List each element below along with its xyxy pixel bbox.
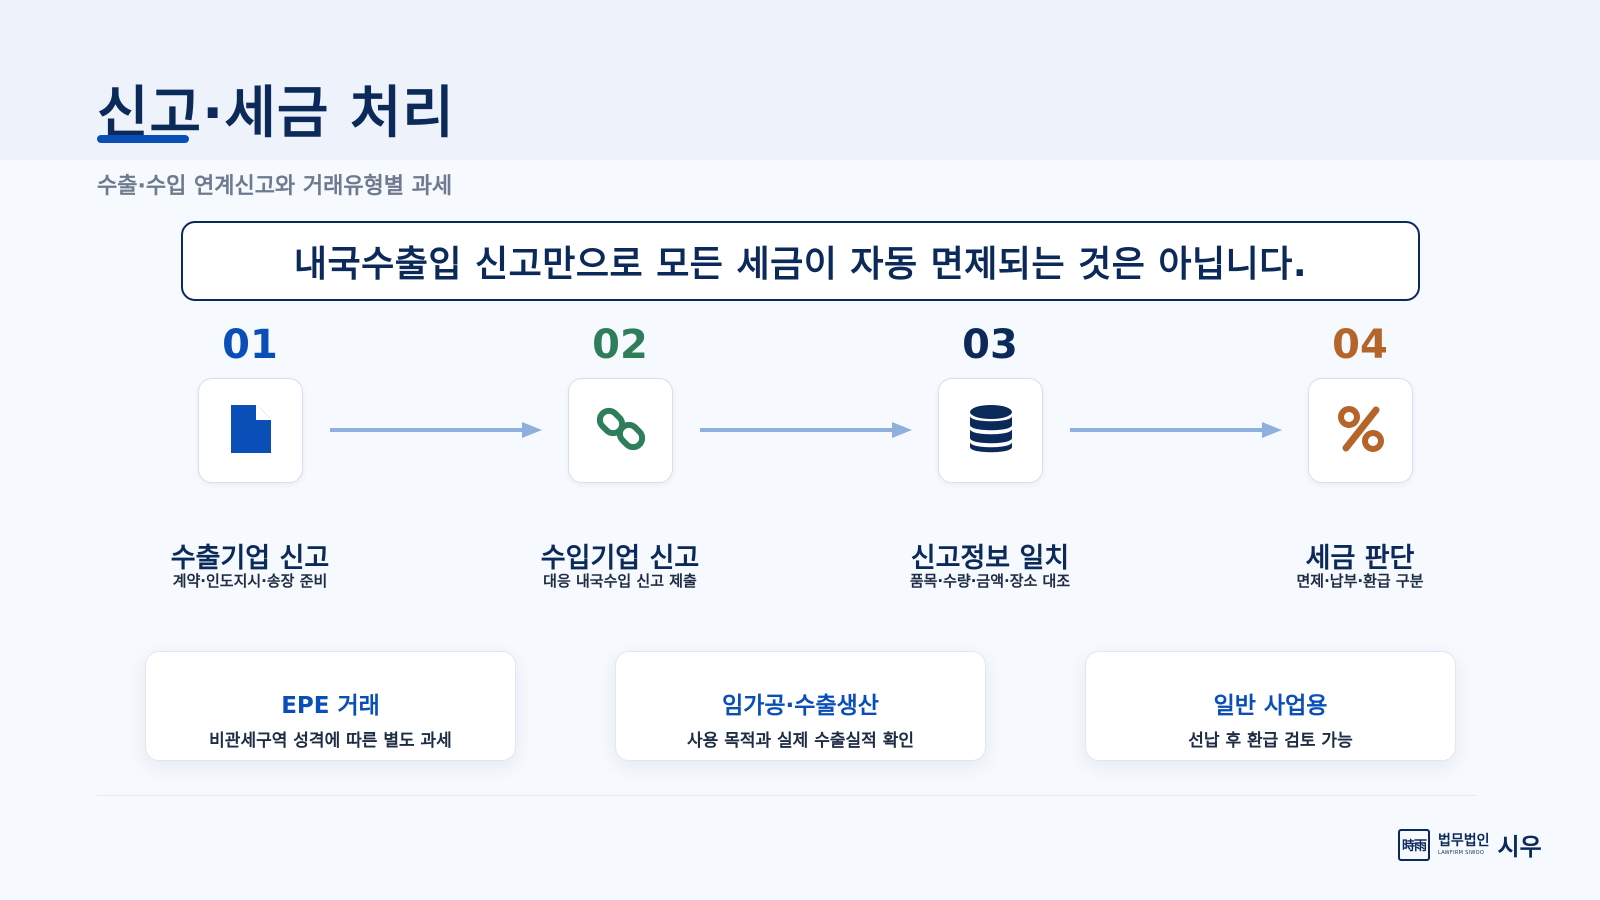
step-3-icon-box xyxy=(938,378,1043,483)
card-general: 일반 사업용 선납 후 환급 검토 가능 xyxy=(1085,651,1456,761)
card-processing: 임가공·수출생산 사용 목적과 실제 수출실적 확인 xyxy=(615,651,986,761)
step-1-number: 01 xyxy=(222,322,278,368)
notice-banner-text: 내국수출입 신고만으로 모든 세금이 자동 면제되는 것은 아닙니다. xyxy=(293,244,1308,285)
step-3-number: 03 xyxy=(962,322,1018,368)
step-4-number-wrap: 04 xyxy=(1210,323,1510,367)
step-4-title: 세금 판단 xyxy=(1305,543,1415,574)
step-3-desc: 품목·수량·금액·장소 대조 xyxy=(909,572,1071,590)
card-epe-desc: 비관세구역 성격에 따른 별도 과세 xyxy=(209,731,452,751)
card-epe-title: EPE 거래 xyxy=(281,693,380,719)
firm-logo: 時雨 법무법인 LAWFIRM SIWOO 시우 xyxy=(1398,827,1542,862)
card-epe: EPE 거래 비관세구역 성격에 따른 별도 과세 xyxy=(145,651,516,761)
step-1-icon-box xyxy=(198,378,303,483)
firm-logo-label: 법무법인 xyxy=(1438,832,1490,849)
card-general-title: 일반 사업용 xyxy=(1213,693,1328,719)
footer-divider xyxy=(97,795,1477,796)
step-3-title: 신고정보 일치 xyxy=(910,543,1070,574)
title-underline xyxy=(97,135,189,143)
arrow-2-icon xyxy=(700,422,912,438)
step-2-number-wrap: 02 xyxy=(470,323,770,367)
notice-banner: 내국수출입 신고만으로 모든 세금이 자동 면제되는 것은 아닙니다. xyxy=(181,221,1420,301)
step-2-desc: 대응 내국수입 신고 제출 xyxy=(543,572,697,590)
card-processing-title: 임가공·수출생산 xyxy=(722,693,879,719)
percent-icon xyxy=(1337,405,1384,456)
step-1-title: 수출기업 신고 xyxy=(170,543,330,574)
document-icon xyxy=(229,403,273,459)
step-2-icon-box xyxy=(568,378,673,483)
firm-logo-text: 법무법인 LAWFIRM SIWOO xyxy=(1438,834,1490,856)
database-icon xyxy=(968,403,1014,459)
card-processing-desc: 사용 목적과 실제 수출실적 확인 xyxy=(687,731,914,751)
step-2-number: 02 xyxy=(592,322,648,368)
card-general-desc: 선납 후 환급 검토 가능 xyxy=(1188,731,1353,751)
firm-logo-mark: 時雨 xyxy=(1398,828,1430,861)
step-3-number-wrap: 03 xyxy=(840,323,1140,367)
arrow-1-icon xyxy=(330,422,542,438)
firm-logo-english: LAWFIRM SIWOO xyxy=(1438,849,1485,856)
page-subtitle: 수출·수입 연계신고와 거래유형별 과세 xyxy=(97,174,453,199)
step-4-number: 04 xyxy=(1332,322,1388,368)
arrow-3-icon xyxy=(1070,422,1282,438)
step-1-number-wrap: 01 xyxy=(100,323,400,367)
firm-logo-name: 시우 xyxy=(1497,833,1542,861)
header-band xyxy=(0,0,1600,160)
link-icon xyxy=(596,404,646,458)
step-4-desc: 면제·납부·환급 구분 xyxy=(1296,572,1424,590)
step-1-desc: 계약·인도지시·송장 준비 xyxy=(172,572,328,590)
step-2-title: 수입기업 신고 xyxy=(540,543,700,574)
step-4-icon-box xyxy=(1308,378,1413,483)
